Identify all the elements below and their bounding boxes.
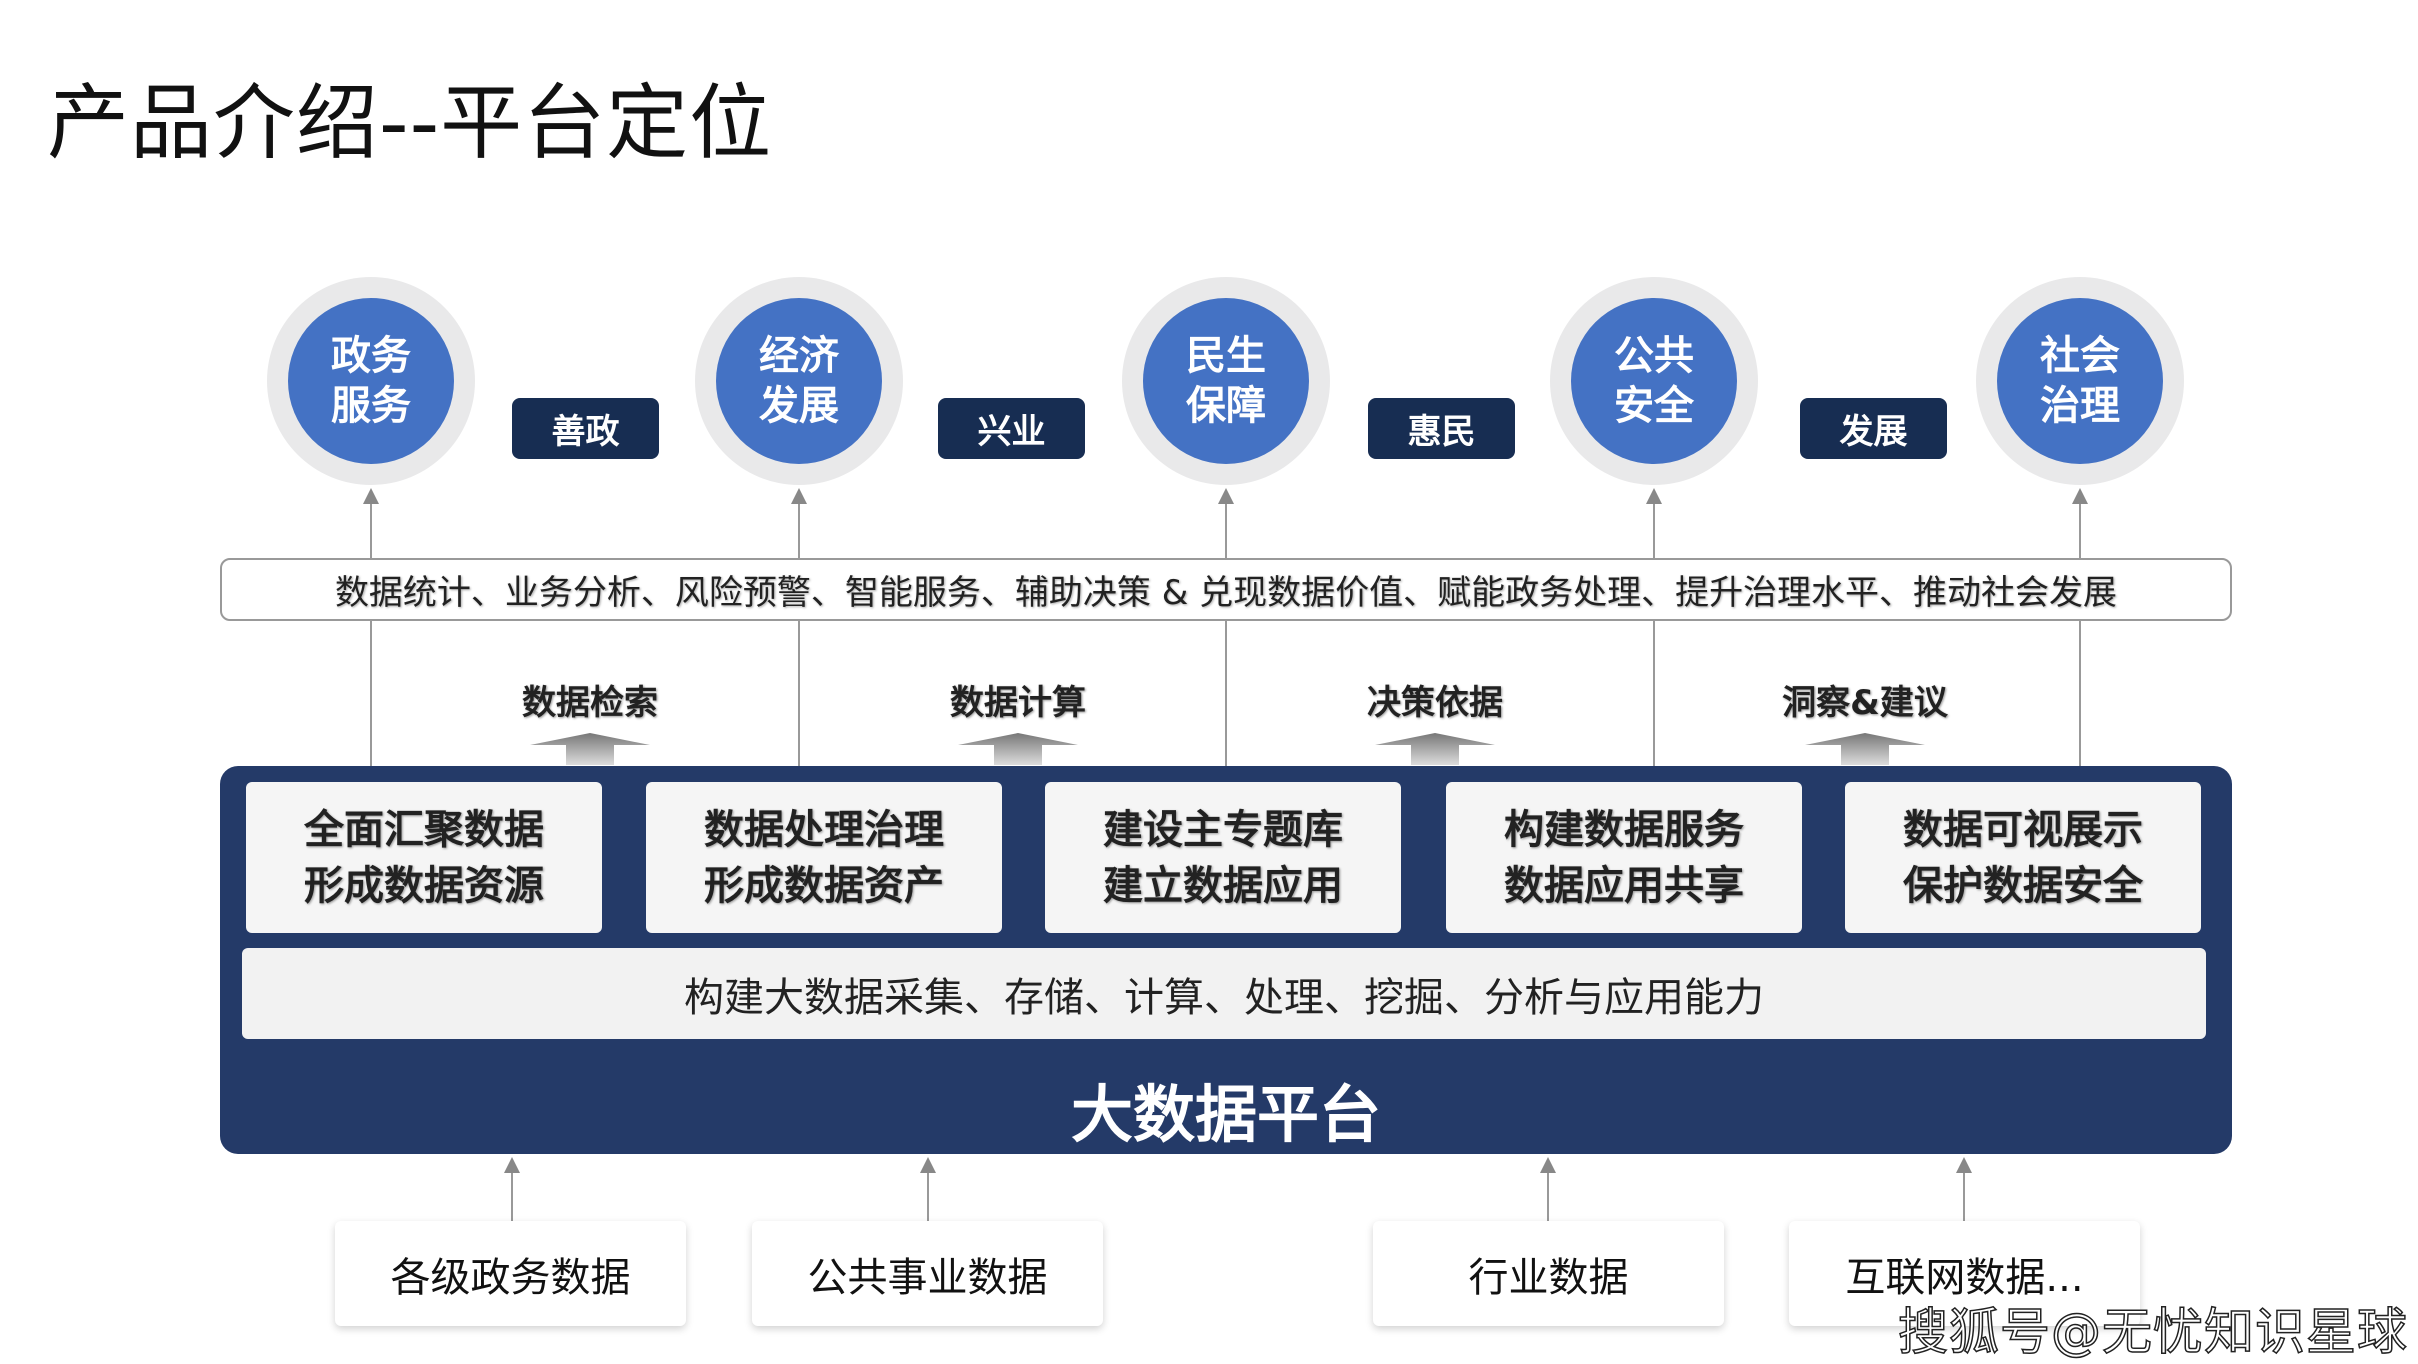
arrow-up-icon <box>1540 1157 1556 1173</box>
arrow-up-icon <box>2072 488 2088 504</box>
capability-line: 构建数据服务 <box>1504 806 1744 853</box>
capability-line: 建立数据应用 <box>1103 862 1343 909</box>
capability-line: 建设主专题库 <box>1103 806 1343 853</box>
badge: 发展 <box>1800 398 1947 459</box>
data-source-box: 互联网数据... <box>1789 1221 2140 1326</box>
flow-label: 数据计算 <box>950 683 1086 723</box>
block-arrow-icon <box>1375 733 1495 765</box>
connector-line <box>2079 500 2081 766</box>
badge: 惠民 <box>1368 398 1515 459</box>
goal-label: 民生保障 <box>1143 298 1309 464</box>
capability-line: 数据处理治理 <box>704 806 944 853</box>
flow-label: 洞察&建议 <box>1782 683 1948 723</box>
arrow-up-icon <box>1218 488 1234 504</box>
capability-box: 全面汇聚数据形成数据资源 <box>246 782 602 933</box>
capability-box: 构建数据服务数据应用共享 <box>1446 782 1802 933</box>
capability-line: 全面汇聚数据 <box>304 806 544 853</box>
flow-label: 数据检索 <box>522 683 658 723</box>
connector-line <box>798 500 800 766</box>
capability-line: 形成数据资产 <box>704 862 944 909</box>
goal-label: 经济发展 <box>716 298 882 464</box>
capability-line: 数据应用共享 <box>1504 862 1744 909</box>
value-banner: 数据统计、业务分析、风险预警、智能服务、辅助决策 & 兑现数据价值、赋能政务处理… <box>220 558 2232 621</box>
goal-circle: 政务服务 <box>267 277 475 485</box>
arrow-up-icon <box>1646 488 1662 504</box>
goal-circle: 社会治理 <box>1976 277 2184 485</box>
arrow-up-icon <box>920 1157 936 1173</box>
connector-line <box>1963 1168 1965 1221</box>
block-arrow-icon <box>530 733 650 765</box>
page-title: 产品介绍--平台定位 <box>47 76 773 171</box>
connector-line <box>370 500 372 766</box>
flow-label: 决策依据 <box>1367 683 1503 723</box>
connector-line <box>511 1168 513 1221</box>
goal-circle: 公共安全 <box>1550 277 1758 485</box>
arrow-up-icon <box>504 1157 520 1173</box>
data-source-box: 行业数据 <box>1373 1221 1724 1326</box>
arrow-up-icon <box>1956 1157 1972 1173</box>
capability-box: 建设主专题库建立数据应用 <box>1045 782 1401 933</box>
watermark: 搜狐号@无忧知识星球 <box>1897 1302 2408 1362</box>
badge: 善政 <box>512 398 659 459</box>
goal-label: 公共安全 <box>1571 298 1737 464</box>
platform-title: 大数据平台 <box>1070 1078 1381 1151</box>
capability-line: 形成数据资源 <box>304 862 544 909</box>
connector-line <box>1653 500 1655 766</box>
connector-line <box>1547 1168 1549 1221</box>
capability-box: 数据处理治理形成数据资产 <box>646 782 1002 933</box>
data-source-box: 各级政务数据 <box>335 1221 686 1326</box>
goal-circle: 民生保障 <box>1122 277 1330 485</box>
connector-line <box>927 1168 929 1221</box>
capability-box: 数据可视展示保护数据安全 <box>1845 782 2201 933</box>
arrow-up-icon <box>791 488 807 504</box>
goal-label: 政务服务 <box>288 298 454 464</box>
badge: 兴业 <box>938 398 1085 459</box>
capability-line: 数据可视展示 <box>1903 806 2143 853</box>
data-source-box: 公共事业数据 <box>752 1221 1103 1326</box>
connector-line <box>1225 500 1227 766</box>
capability-bar: 构建大数据采集、存储、计算、处理、挖掘、分析与应用能力 <box>242 948 2206 1039</box>
block-arrow-icon <box>1805 733 1925 765</box>
goal-label: 社会治理 <box>1997 298 2163 464</box>
block-arrow-icon <box>958 733 1078 765</box>
capability-line: 保护数据安全 <box>1903 862 2143 909</box>
arrow-up-icon <box>363 488 379 504</box>
goal-circle: 经济发展 <box>695 277 903 485</box>
